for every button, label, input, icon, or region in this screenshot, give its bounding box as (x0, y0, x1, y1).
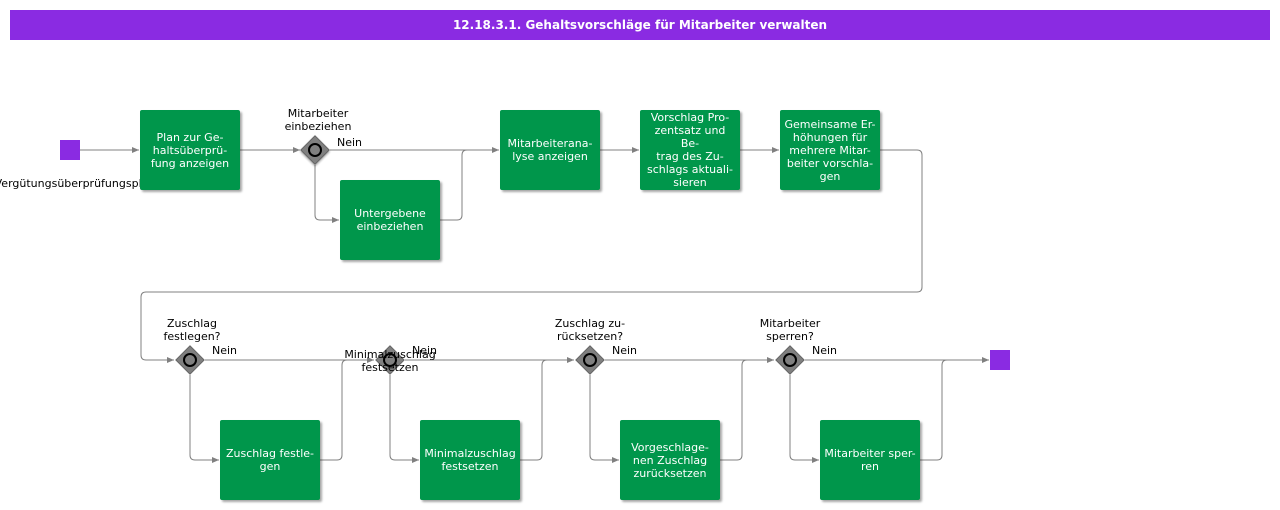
flow-g3-yes-to-t7 (389, 375, 419, 463)
flow-t6-to-merge (320, 359, 348, 461)
gateway-g2-no-label: Nein (212, 344, 238, 357)
task-propose-joint-raises[interactable]: Gemeinsame Er- höhungen für mehrere Mita… (780, 110, 880, 190)
task-include-subordinates[interactable]: Untergebene einbeziehen (340, 180, 440, 260)
task-reset-allowance[interactable]: Vorgeschlage- nen Zuschlag zurücksetzen (620, 420, 720, 500)
flow-g2-yes-to-t6 (189, 375, 219, 463)
task-set-allowance[interactable]: Zuschlag festle- gen (220, 420, 320, 500)
gateway-g1-no-label: Nein (337, 136, 363, 149)
flow-t9-to-merge (920, 359, 948, 461)
gateway-g3-icon (375, 345, 405, 375)
gateway-g2-icon (175, 345, 205, 375)
start-event-label: Vergütungsüberprüfungsplan (0, 177, 156, 190)
gateway-g5-question: Mitarbeiter sperren? (759, 317, 821, 343)
task-lock-employee[interactable]: Mitarbeiter sper- ren (820, 420, 920, 500)
gateway-g5-no-label: Nein (812, 344, 838, 357)
gateway-g4-no-label: Nein (612, 344, 638, 357)
gateway-g5-icon (775, 345, 805, 375)
start-event[interactable] (60, 140, 80, 160)
gateway-g4-icon (575, 345, 605, 375)
diagram-title: 12.18.3.1. Gehaltsvorschläge für Mitarbe… (10, 10, 1270, 40)
gateway-g3-question: Minimalzuschlag festsetzen (344, 348, 436, 374)
flow-t5-to-g2 (140, 149, 923, 363)
flow-t8-to-merge (720, 359, 748, 461)
gateway-g3-no-label: Nein (412, 344, 438, 357)
gateway-g1-icon (300, 135, 330, 165)
task-show-review-plan[interactable]: Plan zur Ge- haltsüberprü- fung anzeigen (140, 110, 240, 190)
flow-g5-yes-to-t9 (789, 375, 819, 463)
flow-t2-to-merge (440, 149, 468, 221)
gateway-shapes (175, 135, 805, 375)
task-set-minimum-allowance[interactable]: Minimalzuschlag festsetzen (420, 420, 520, 500)
end-event[interactable] (990, 350, 1010, 370)
flow-g1-yes-to-t2 (314, 165, 339, 223)
task-show-employee-analysis[interactable]: Mitarbeiterana- lyse anzeigen (500, 110, 600, 190)
task-update-proposal[interactable]: Vorschlag Pro- zentsatz und Be- trag des… (640, 110, 740, 190)
flow-g4-yes-to-t8 (589, 375, 619, 463)
gateway-g1-question: Mitarbeiter einbeziehen (284, 107, 352, 133)
gateway-g4-question: Zuschlag zu- rücksetzen? (554, 317, 626, 343)
flow-t7-to-merge (520, 359, 548, 461)
gateway-g2-question: Zuschlag festlegen? (163, 317, 221, 343)
